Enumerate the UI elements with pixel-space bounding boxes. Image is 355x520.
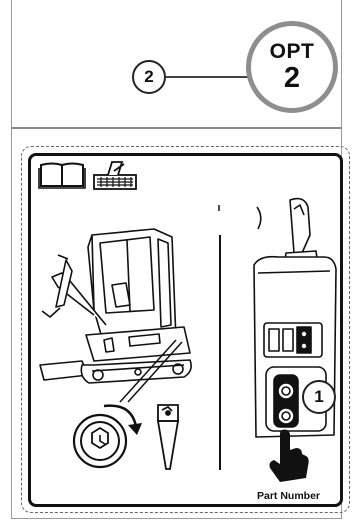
section-divider [11, 127, 342, 129]
callout-1: 1 [302, 380, 336, 414]
decal-divider [217, 205, 223, 475]
hand-press-icon [266, 428, 310, 488]
callout-2-label: 2 [144, 67, 153, 87]
manual-book-icon [38, 160, 88, 190]
service-manual-icon [92, 158, 138, 192]
part-number-label: Part Number [257, 490, 320, 502]
option-badge-label: OPT [270, 41, 315, 63]
callout-leader-line [166, 76, 248, 78]
callout-1-label: 1 [314, 387, 323, 407]
callout-2: 2 [132, 60, 166, 94]
option-badge: OPT 2 [246, 21, 338, 113]
bucket-tooth-icon [152, 403, 184, 475]
option-badge-number: 2 [284, 63, 300, 93]
